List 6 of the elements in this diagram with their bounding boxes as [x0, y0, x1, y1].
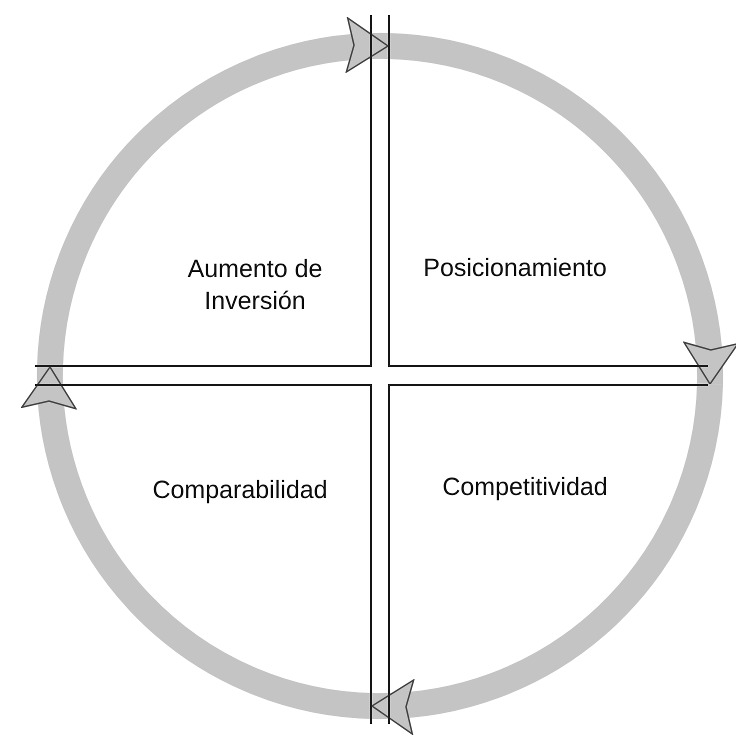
quadrant-label: Posicionamiento	[422, 253, 608, 284]
quadrant-box	[388, 15, 708, 367]
quadrant-label: Comparabilidad	[151, 475, 329, 506]
quadrant-label: Aumento de Inversión	[186, 254, 324, 317]
quadrant-label: Competitividad	[441, 472, 609, 503]
curved-arrow	[386, 33, 736, 385]
